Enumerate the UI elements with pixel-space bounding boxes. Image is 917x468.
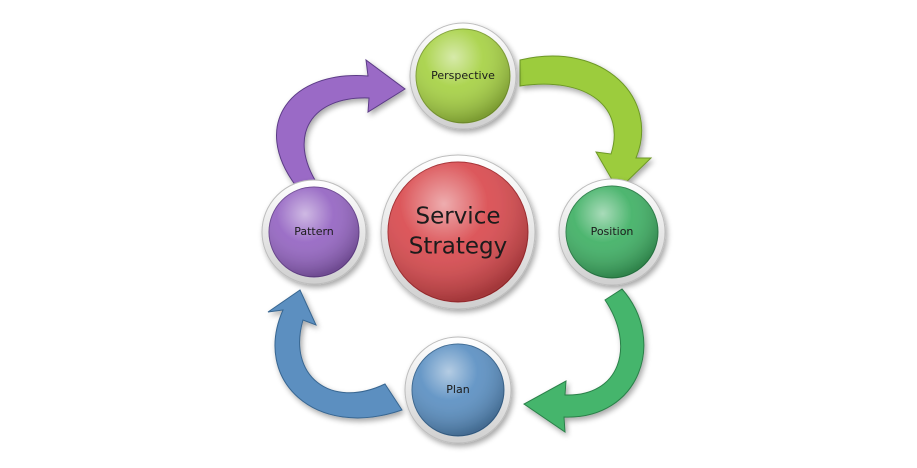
node-label-perspective: Perspective: [431, 69, 495, 82]
center-node-service-strategy: Service Strategy: [380, 154, 536, 310]
node-label-pattern: Pattern: [294, 225, 334, 238]
node-label-position: Position: [591, 225, 634, 238]
node-position: Position: [558, 178, 666, 286]
arrow-plan-to-pattern: [267, 289, 403, 419]
center-label-line2: Strategy: [409, 234, 508, 260]
arrow-pattern-to-perspective: [276, 58, 406, 187]
arrow-position-to-plan: [523, 288, 645, 433]
center-label-line1: Service: [415, 204, 500, 230]
node-label-plan: Plan: [446, 383, 469, 396]
node-plan: Plan: [404, 336, 512, 444]
arrow-perspective-to-position: [519, 55, 653, 191]
node-perspective: Perspective: [409, 22, 517, 130]
node-pattern: Pattern: [261, 179, 367, 285]
